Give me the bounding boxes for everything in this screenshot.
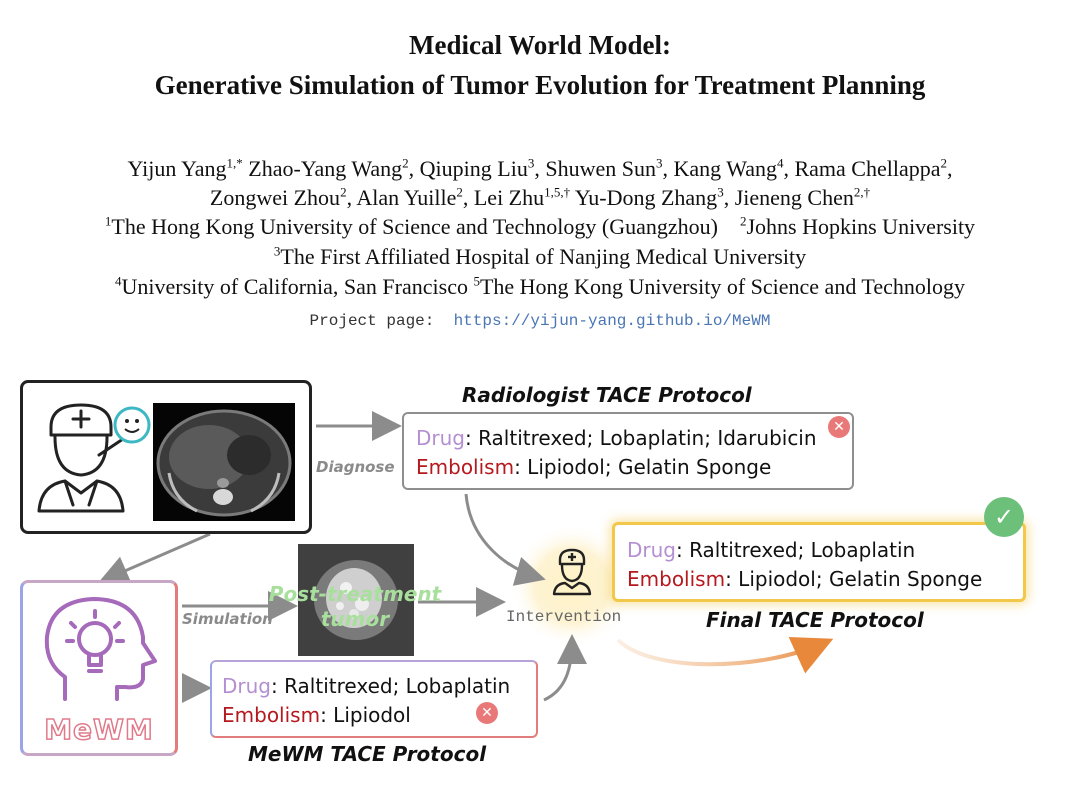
affil-number: 3 [273, 243, 281, 259]
affil-number: 4 [115, 273, 122, 289]
mewm-embolism-value: : Lipiodol [320, 703, 411, 727]
embolism-key: Embolism [416, 455, 515, 479]
author-name: Zhao-Yang Wang [248, 156, 403, 181]
affiliation: University of California, San Francisco [121, 274, 468, 299]
affiliation: The First Affiliated Hospital of Nanjing… [280, 244, 807, 269]
author-name: Shuwen Sun [545, 156, 656, 181]
affiliation: The Hong Kong University of Science and … [479, 274, 965, 299]
intervention-doctor-icon [552, 548, 592, 596]
author-name: Alan Yuille [356, 185, 457, 210]
project-page-link[interactable]: https://yijun-yang.github.io/MeWM [453, 312, 771, 330]
author-affil: 4 [776, 155, 784, 171]
affiliation-line1: 1The Hong Kong University of Science and… [0, 212, 1080, 242]
radiologist-protocol-caption: Radiologist TACE Protocol [462, 383, 752, 407]
project-page-line: Project page: https://yijun-yang.github.… [0, 312, 1080, 330]
embolism-key: Embolism [222, 703, 321, 727]
drug-key: Drug [222, 674, 271, 698]
author-affil: 2 [940, 155, 948, 171]
mewm-protocol-to-intervention-arrow [543, 634, 587, 702]
author-affil: 2 [402, 155, 409, 171]
drug-key: Drug [416, 426, 465, 450]
post-treatment-line1: Post-treatment [268, 582, 442, 606]
author-list-line2: Zongwei Zhou2, Alan Yuille2, Lei Zhu1,5,… [209, 184, 871, 210]
author-name: Lei Zhu [473, 185, 545, 210]
doctor-to-mewm-arrow [98, 532, 211, 585]
mewm-drug-line: Drug: Raltitrexed; Lobaplatin [222, 672, 536, 701]
author-affil: 2 [456, 184, 463, 200]
final-protocol-caption: Final TACE Protocol [706, 608, 924, 632]
radiologist-embolism-value: : Lipiodol; Gelatin Sponge [514, 455, 772, 479]
radiologist-drug-value: : Raltitrexed; Lobaplatin; Idarubicin [465, 426, 817, 450]
to-final-arrow [616, 637, 834, 674]
mewm-panel: MeWM [20, 580, 178, 756]
affil-number: 5 [473, 273, 480, 289]
radiologist-protocol-box: Drug: Raltitrexed; Lobaplatin; Idarubici… [402, 412, 854, 490]
post-treatment-line2: tumor [320, 607, 390, 631]
final-embolism-value: : Lipiodol; Gelatin Sponge [725, 567, 983, 591]
paper-title-line2: Generative Simulation of Tumor Evolution… [154, 70, 926, 100]
radiologist-to-intervention-arrow [464, 493, 546, 586]
mewm-protocol-caption: MeWM TACE Protocol [248, 742, 487, 766]
simulation-label: Simulation [182, 610, 273, 628]
author-affil: 3 [717, 184, 724, 200]
embolism-key: Embolism [627, 567, 726, 591]
author-name: Yu-Dong Zhang [574, 185, 718, 210]
author-affil: 2,† [853, 184, 871, 200]
reject-icon: ✕ [828, 416, 850, 438]
project-page-label: Project page: [309, 312, 435, 330]
radiologist-panel [20, 380, 312, 534]
author-affil: 1,5,† [544, 184, 571, 200]
author-affil: 1,* [226, 155, 243, 171]
final-protocol-box: Drug: Raltitrexed; Lobaplatin Embolism: … [612, 522, 1026, 602]
affiliation: The Hong Kong University of Science and … [111, 214, 718, 239]
drug-key: Drug [627, 538, 676, 562]
affiliation-line2: 3The First Affiliated Hospital of Nanjin… [0, 242, 1080, 272]
radiologist-drug-line: Drug: Raltitrexed; Lobaplatin; Idarubici… [416, 424, 852, 453]
paper-title-line1: Medical World Model: [409, 30, 671, 60]
author-affil: 2 [340, 184, 347, 200]
author-list-line1: Yijun Yang1,* Zhao-Yang Wang2, Qiuping L… [127, 155, 953, 181]
affiliation-line3: 4University of California, San Francisco… [0, 272, 1080, 302]
reject-icon: ✕ [476, 702, 498, 724]
final-embolism-line: Embolism: Lipiodol; Gelatin Sponge [627, 565, 1023, 594]
author-name: Jieneng Chen [734, 185, 854, 210]
affil-number: 2 [740, 213, 747, 229]
mewm-protocol-box: Drug: Raltitrexed; Lobaplatin Embolism: … [210, 660, 538, 738]
affiliation: Johns Hopkins University [746, 214, 976, 239]
affil-number: 1 [104, 213, 112, 229]
author-name: Qiuping Liu [419, 156, 528, 181]
ct-scan-image [153, 403, 295, 521]
author-affil: 3 [527, 155, 535, 171]
post-treatment-tumor-label: Post-treatment tumor [262, 582, 448, 632]
author-affil: 3 [655, 155, 663, 171]
post-treatment-tumor-image [298, 544, 414, 656]
author-name: Zongwei Zhou [209, 185, 341, 210]
accept-check-icon: ✓ [984, 497, 1024, 537]
mewm-embolism-line: Embolism: Lipiodol [222, 701, 536, 730]
final-drug-line: Drug: Raltitrexed; Lobaplatin [627, 536, 1023, 565]
radiologist-embolism-line: Embolism: Lipiodol; Gelatin Sponge [416, 453, 852, 482]
author-name: Rama Chellappa [794, 156, 941, 181]
author-name: Yijun Yang [127, 156, 227, 181]
mewm-drug-value: : Raltitrexed; Lobaplatin [271, 674, 511, 698]
author-name: Kang Wang [673, 156, 777, 181]
intervention-glow [510, 524, 634, 648]
intervention-label: Intervention [506, 608, 622, 626]
diagnose-label: Diagnose [316, 458, 395, 476]
brain-bulb-icon [44, 597, 157, 701]
mewm-label: MeWM [43, 712, 154, 747]
final-drug-value: : Raltitrexed; Lobaplatin [676, 538, 916, 562]
radiologist-doctor-icon [37, 403, 151, 513]
